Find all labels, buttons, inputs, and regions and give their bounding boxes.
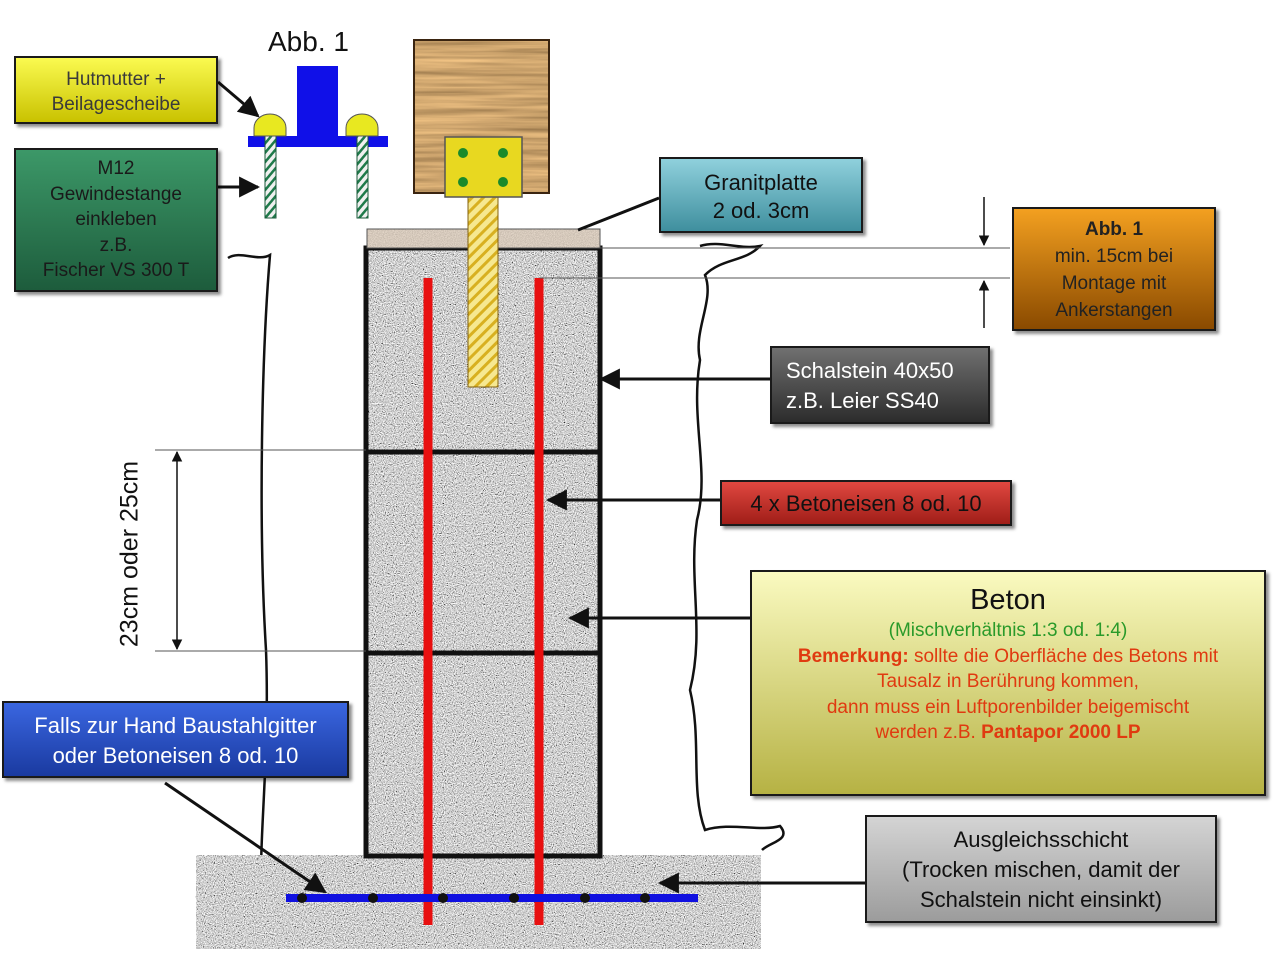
label-concrete-title: Beton <box>970 584 1046 616</box>
bracket-detail <box>248 66 388 219</box>
label-concrete-mix: (Mischverhältnis 1:3 od. 1:4) <box>888 620 1128 641</box>
label-mounting-line: Ankerstangen <box>1055 300 1173 321</box>
bracket-plate <box>248 136 388 147</box>
label-mesh-line: Falls zur Hand Baustahlgitter <box>34 713 317 738</box>
bracket-post <box>297 66 338 138</box>
label-mounting-line: Montage mit <box>1061 273 1167 294</box>
label-leveling-line: (Trocken mischen, damit der <box>902 857 1180 882</box>
label-mounting-depth: Abb. 1 min. 15cm bei Montage mit Ankerst… <box>1012 207 1216 331</box>
label-mounting-line: min. 15cm bei <box>1054 246 1174 267</box>
label-threaded-rod-line: z.B. <box>99 234 133 256</box>
label-rebar: 4 x Betoneisen 8 od. 10 <box>720 480 1012 526</box>
label-threaded-rod-line: einkleben <box>75 209 157 230</box>
cap-nut-right <box>345 113 379 137</box>
label-rebar-text: 4 x Betoneisen 8 od. 10 <box>750 491 982 516</box>
label-threaded-rod: M12 Gewindestange einkleben z.B. Fischer… <box>14 148 218 292</box>
post-plate <box>444 136 523 198</box>
label-mounting-title: Abb. 1 <box>1084 219 1144 240</box>
label-mesh-line: oder Betoneisen 8 od. 10 <box>52 743 299 768</box>
label-formwork-line: Schalstein 40x50 <box>786 358 954 383</box>
label-concrete-remark-text: sollte die Oberfläche des Betons mit <box>908 645 1219 667</box>
figure-ref-label: Abb. 1 <box>268 26 349 57</box>
label-threaded-rod-line: Fischer VS 300 T <box>42 260 190 281</box>
dimension-label: 23cm oder 25cm <box>115 460 144 648</box>
ground-line-left <box>227 252 272 949</box>
label-concrete-product: Pantapor 2000 LP <box>981 722 1141 743</box>
label-formwork-block: Schalstein 40x50 z.B. Leier SS40 <box>770 346 990 424</box>
threaded-rod-right <box>356 134 369 219</box>
label-reinforcement-mesh: Falls zur Hand Baustahlgitter oder Beton… <box>2 701 349 778</box>
label-cap-nut-line: Beilagescheibe <box>51 94 181 115</box>
label-concrete-remark-2: Tausalz in Berührung kommen, <box>877 671 1139 692</box>
label-granite-line: Granitplatte <box>704 170 818 195</box>
label-concrete-remark-3: dann muss ein Luftporenbilder beigemisch… <box>826 696 1190 718</box>
label-cap-nut-line: Hutmutter + <box>66 69 166 90</box>
label-granite-slab: Granitplatte 2 od. 3cm <box>659 157 863 233</box>
post-plate-bolts <box>458 148 508 187</box>
label-leveling-layer: Ausgleichsschicht (Trocken mischen, dami… <box>865 815 1217 923</box>
mesh-dots <box>297 893 650 903</box>
block-middle <box>366 452 600 653</box>
label-leveling-line: Ausgleichsschicht <box>953 827 1129 852</box>
label-concrete-remark-4: werden z.B. Pantapor 2000 LP <box>752 720 1264 746</box>
label-leveling-line: Schalstein nicht einsinkt) <box>919 887 1163 912</box>
leader-arrows <box>164 80 865 894</box>
label-concrete-remark-label: Bemerkung: <box>797 645 909 667</box>
cap-nut-left <box>253 113 287 137</box>
anchor-stem <box>467 196 499 388</box>
formwork-blocks <box>363 245 603 859</box>
label-concrete-remark-1: Bemerkung: sollte die Oberfläche des Bet… <box>752 644 1264 670</box>
label-cap-nut: Hutmutter + Beilagescheibe <box>14 56 218 124</box>
block-bottom <box>366 653 600 856</box>
label-concrete: Beton (Mischverhältnis 1:3 od. 1:4) Beme… <box>750 570 1266 796</box>
ground-line-right <box>688 242 785 851</box>
label-threaded-rod-line: M12 <box>97 158 135 179</box>
label-concrete-remark-4-text: werden z.B. <box>875 722 982 743</box>
label-threaded-rod-line: Gewindestange <box>49 183 183 205</box>
label-granite-line: 2 od. 3cm <box>712 198 810 223</box>
threaded-rod-left <box>264 134 277 219</box>
label-formwork-line: z.B. Leier SS40 <box>786 388 939 413</box>
